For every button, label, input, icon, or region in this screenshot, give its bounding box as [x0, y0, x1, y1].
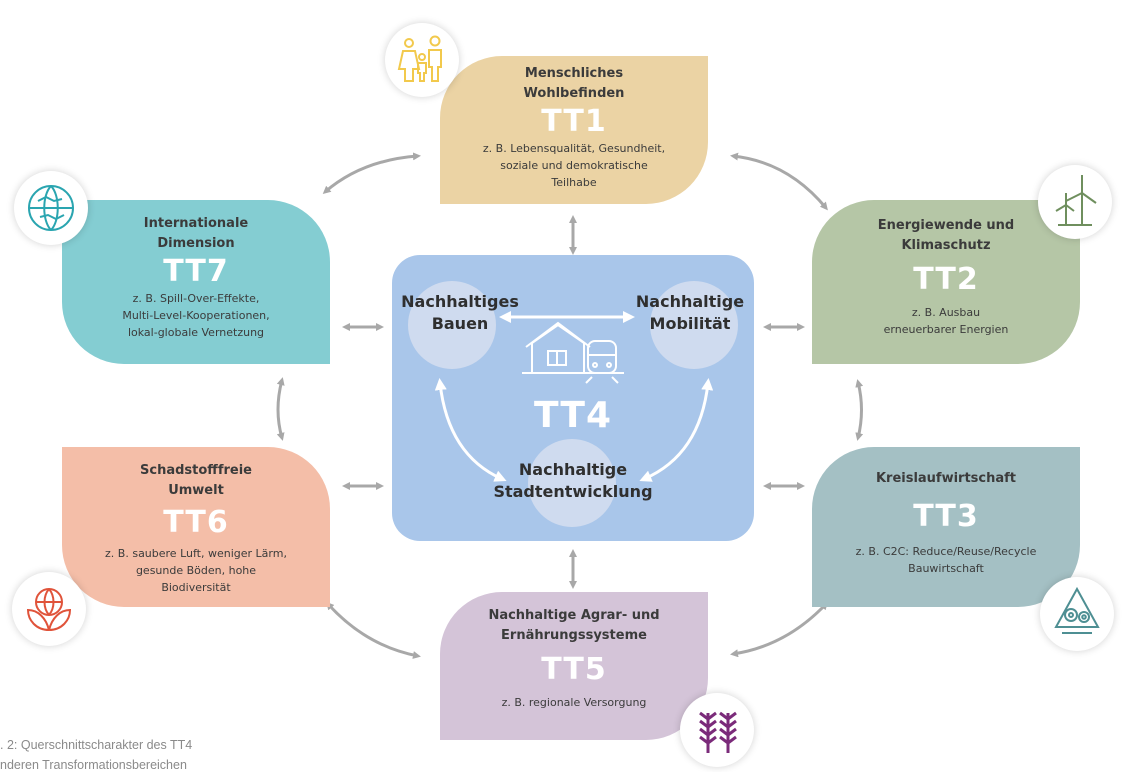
node-bauen-circle	[408, 281, 496, 369]
arrow-tt6-tt7	[276, 377, 285, 441]
globe-leaves-icon	[26, 588, 72, 631]
tt5-icon-badge	[680, 693, 754, 767]
tt6-icon-badge	[12, 572, 86, 646]
globe-hands-icon	[28, 185, 74, 231]
wheat-icon	[699, 711, 737, 753]
tt2-icon-badge	[1038, 165, 1112, 239]
figure-caption-line1: . 2: Querschnittscharakter des TT4	[0, 738, 193, 752]
node-stadt-label: Nachhaltige Stadtentwicklung	[493, 460, 653, 501]
arrow-tt3-tt5	[730, 601, 829, 658]
recycling-gears-icon	[1054, 586, 1100, 634]
tt4-inner-arrows	[434, 311, 714, 482]
tt7-examples: z. B. Spill-Over-Effekte, Multi-Level-Ko…	[122, 292, 270, 339]
tt2-code: TT2	[913, 262, 979, 297]
tt5-examples: z. B. regionale Versorgung	[501, 696, 647, 709]
node-stadt-circle	[528, 439, 616, 527]
tt3-icon-badge	[1040, 577, 1114, 651]
tt3-title: Kreislaufwirtschaft	[875, 471, 1017, 486]
tt1-code: TT1	[541, 104, 607, 139]
tt4-code: TT4	[534, 395, 612, 436]
tt5-code: TT5	[541, 652, 607, 687]
tt4-box: Nachhaltiges Bauen Nachhaltige Mobilität…	[392, 255, 754, 541]
tt2-examples: z. B. Ausbau erneuerbarer Energien	[883, 306, 1009, 336]
tt7-title: Internationale Dimension	[143, 216, 249, 251]
tt3-examples: z. B. C2C: Reduce/Reuse/Recycle Bauwirts…	[855, 545, 1037, 575]
tt7-box: Internationale Dimension TT7 z. B. Spill…	[62, 200, 330, 364]
tt1-icon-badge	[385, 23, 459, 97]
tt1-box: Menschliches Wohlbefinden TT1 z. B. Lebe…	[440, 56, 708, 204]
tt2-title: Energiewende und Klimaschutz	[877, 218, 1015, 253]
node-mobilitaet-circle	[650, 281, 738, 369]
house-train-icon	[522, 321, 624, 384]
tt6-title: Schadstofffreie Umwelt	[140, 463, 252, 498]
tt6-code: TT6	[163, 505, 229, 540]
tt3-box: Kreislaufwirtschaft TT3 z. B. C2C: Reduc…	[812, 447, 1080, 607]
arrow-tt1-tt2	[730, 152, 828, 211]
arrow-tt2-tt3	[855, 379, 864, 441]
arrow-bauen-stadt	[434, 378, 507, 482]
node-bauen-label: Nachhaltiges Bauen	[401, 292, 519, 333]
arrow-tt5-tt6	[325, 601, 421, 659]
tt6-examples: z. B. saubere Luft, weniger Lärm, gesund…	[105, 547, 287, 594]
tt7-icon-badge	[14, 171, 88, 245]
tt5-box: Nachhaltige Agrar- und Ernährungssysteme…	[440, 592, 708, 740]
node-mobilitaet-label: Nachhaltige Mobilität	[635, 292, 745, 333]
wind-turbine-icon	[1055, 175, 1097, 226]
arrow-tt7-tt1	[322, 152, 421, 194]
tt1-title: Menschliches Wohlbefinden	[523, 66, 625, 101]
tt3-code: TT3	[913, 499, 979, 534]
tt2-box: Energiewende und Klimaschutz TT2 z. B. A…	[812, 200, 1080, 364]
tt1-examples: z. B. Lebensqualität, Gesundheit, sozial…	[482, 142, 666, 189]
figure-caption-line2: nderen Transformationsbereichen	[0, 758, 187, 772]
tt7-code: TT7	[163, 254, 229, 289]
arrow-mobilitaet-stadt	[639, 378, 714, 482]
family-icon	[397, 35, 442, 82]
tt5-title: Nachhaltige Agrar- und Ernährungssysteme	[488, 608, 660, 643]
tt6-box: Schadstofffreie Umwelt TT6 z. B. saubere…	[62, 447, 330, 607]
